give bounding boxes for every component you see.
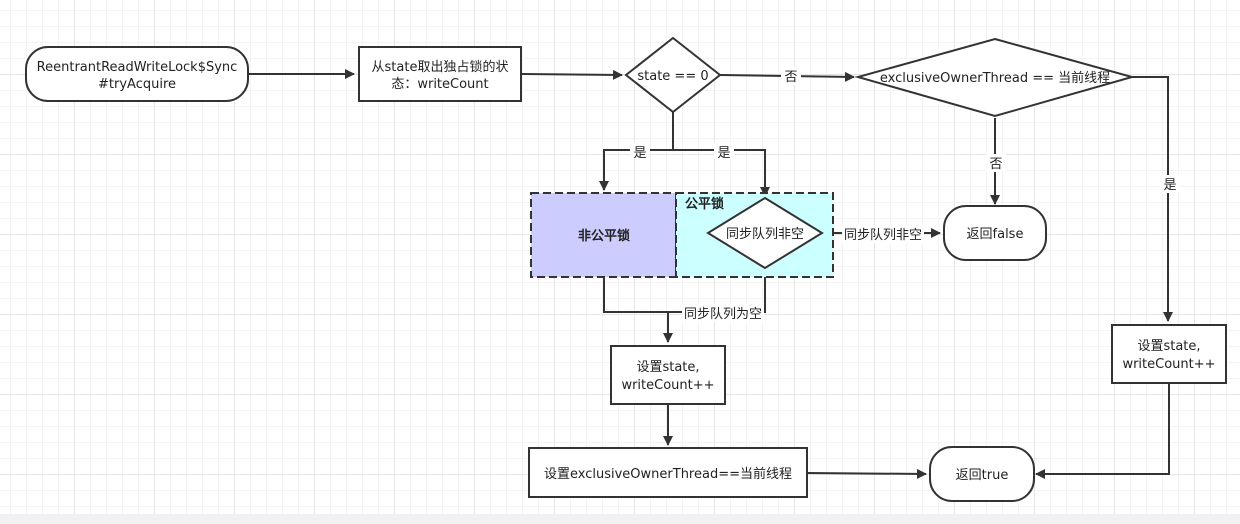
owner-check-label: exclusiveOwnerThread == 当前线程	[880, 70, 1110, 86]
edge-statezero-to-queuecheck	[673, 149, 770, 197]
edge-label-queue-empty: 同步队列为空	[684, 307, 762, 322]
set-state-right-process: 设置state, writeCount++	[1111, 324, 1227, 384]
state-zero-label: state == 0	[637, 69, 708, 84]
owner-check-decision: exclusiveOwnerThread == 当前线程	[854, 37, 1136, 118]
edge-setstate-right-to-returntrue	[1035, 384, 1170, 479]
edge-label-no: 否	[784, 70, 797, 85]
return-true-node: 返回true	[929, 446, 1035, 502]
edge-owner-to-setstate-right	[1132, 76, 1173, 322]
edge-label-no: 否	[989, 157, 1002, 172]
set-state-left-line-1: 设置state,	[636, 360, 699, 375]
fair-lock-label: 公平锁	[685, 196, 724, 212]
edge-labels: 否 否 是 是 是 同步队列非空 同步队列为空	[630, 67, 1180, 322]
queue-check-label: 同步队列非空	[726, 227, 804, 242]
nonfair-lock-label: 非公平锁	[578, 228, 630, 244]
queue-check-decision: 同步队列非空	[706, 196, 824, 270]
edge-getstate-to-statezero	[521, 69, 623, 80]
edge-label-yes: 是	[717, 146, 730, 161]
set-state-left-process: 设置state, writeCount++	[610, 345, 726, 405]
edge-label-queue-nonempty: 同步队列非空	[844, 228, 922, 243]
set-state-right-line-2: writeCount++	[1122, 357, 1215, 372]
edge-label-yes: 是	[633, 146, 646, 161]
set-owner-process: 设置exclusiveOwnerThread==当前线程	[528, 447, 808, 498]
edge-label-yes: 是	[1163, 178, 1176, 193]
bottom-scroll-bar	[0, 514, 1240, 524]
return-false-node: 返回false	[943, 205, 1047, 261]
set-state-left-line-2: writeCount++	[621, 378, 714, 393]
get-state-process: 从state取出独占锁的状 态：writeCount	[358, 46, 522, 102]
edge-nonfair-to-setstate	[603, 278, 673, 343]
nonfair-lock-container: 非公平锁	[530, 192, 677, 278]
return-false-label: 返回false	[967, 227, 1024, 242]
start-node-line-2: #tryAcquire	[98, 77, 176, 92]
start-node-line-1: ReentrantReadWriteLock$Sync	[37, 60, 238, 75]
state-zero-decision: state == 0	[624, 36, 722, 114]
set-state-right-line-1: 设置state,	[1137, 339, 1200, 354]
edge-setowner-to-returntrue	[807, 468, 927, 479]
set-owner-label: 设置exclusiveOwnerThread==当前线程	[544, 466, 792, 482]
get-state-line-1: 从state取出独占锁的状	[372, 59, 509, 75]
return-true-label: 返回true	[956, 468, 1009, 483]
start-node: ReentrantReadWriteLock$Sync #tryAcquire	[25, 46, 249, 102]
get-state-line-2: 态：writeCount	[391, 77, 488, 92]
